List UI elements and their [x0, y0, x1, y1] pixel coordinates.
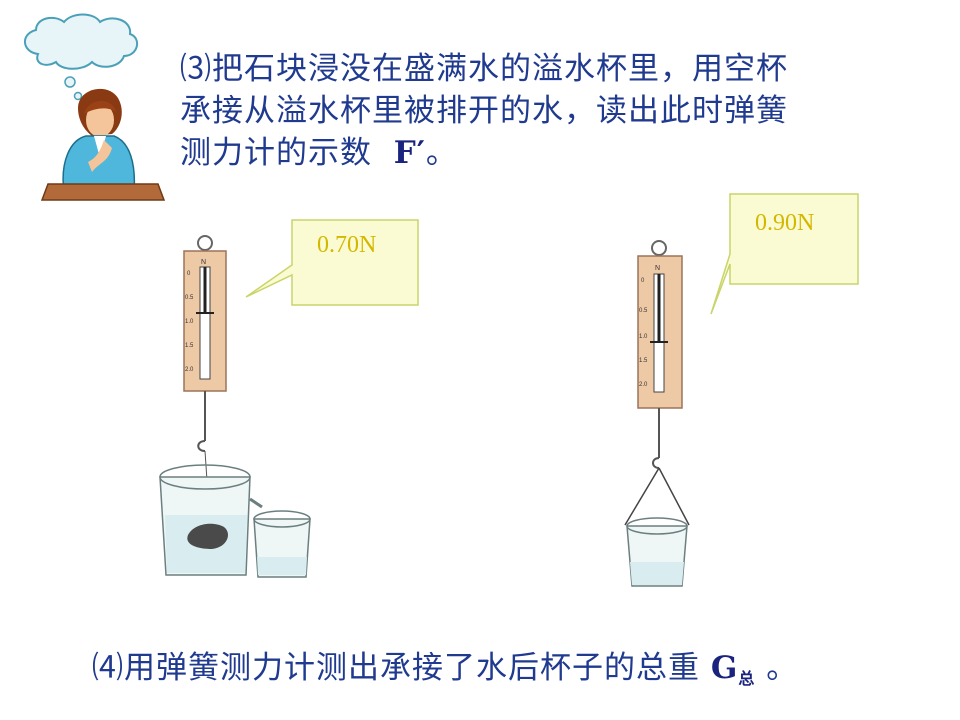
right-tick-1.5: 1.5 — [639, 358, 648, 364]
hanging-cup — [626, 517, 688, 587]
step3-line-2: 承接从溢水杯里被排开的水，读出此时弹簧 — [180, 93, 788, 129]
right-tick-0.5: 0.5 — [639, 308, 648, 314]
total-weight-letter: G — [710, 650, 739, 686]
right-spring-scale: N 0 0.5 1.0 1.5 2.0 — [624, 240, 690, 526]
force-symbol: F′ — [393, 135, 426, 171]
right-tick-0: 0 — [641, 278, 645, 284]
step4-end-mark: 。 — [766, 650, 799, 686]
right-callout-bubble — [710, 193, 859, 315]
left-callout-bubble — [245, 219, 419, 306]
right-reading: 0.90N — [755, 210, 814, 236]
left-reading: 0.70N — [317, 232, 376, 258]
overflow-cup — [159, 464, 263, 576]
step3-end-mark: 。 — [425, 135, 458, 171]
right-scene: 0.90N N 0 0.5 1.0 1.5 2.0 — [624, 193, 859, 587]
right-tick-2.0: 2.0 — [639, 382, 648, 388]
left-tick-1.5: 1.5 — [185, 343, 194, 349]
right-tick-N: N — [655, 265, 660, 272]
step4-instruction: ⑷用弹簧测力计测出承接了水后杯子的总重 G总 。 — [92, 648, 798, 699]
left-tick-0: 0 — [187, 271, 191, 277]
step3-line-3-text: 测力计的示数 — [180, 135, 372, 171]
left-spring-scale: N 0 0.5 1.0 1.5 2.0 — [183, 235, 227, 526]
step3-line-1: ⑶把石块浸没在盛满水的溢水杯里，用空杯 — [180, 51, 788, 87]
total-weight-subscript: 总 — [738, 669, 756, 688]
left-tick-1.0: 1.0 — [185, 319, 194, 325]
left-tick-0.5: 0.5 — [185, 295, 194, 301]
catch-cup — [253, 510, 311, 578]
thinking-person-illustration — [24, 13, 166, 201]
right-tick-1.0: 1.0 — [639, 334, 648, 340]
step3-instruction: ⑶把石块浸没在盛满水的溢水杯里，用空杯 承接从溢水杯里被排开的水，读出此时弹簧 … — [180, 48, 920, 174]
left-tick-2.0: 2.0 — [185, 367, 194, 373]
total-weight-symbol: G总 — [710, 650, 756, 688]
person — [62, 88, 136, 193]
stone — [187, 523, 228, 549]
left-scene: 0.70N N 0 0.5 1.0 1.5 2.0 — [159, 219, 419, 578]
desk — [40, 183, 166, 201]
thought-cloud — [24, 13, 139, 101]
left-tick-N: N — [201, 259, 206, 266]
step4-text: ⑷用弹簧测力计测出承接了水后杯子的总重 — [92, 650, 700, 686]
step3-line-3: 测力计的示数 F′。 — [180, 132, 920, 174]
